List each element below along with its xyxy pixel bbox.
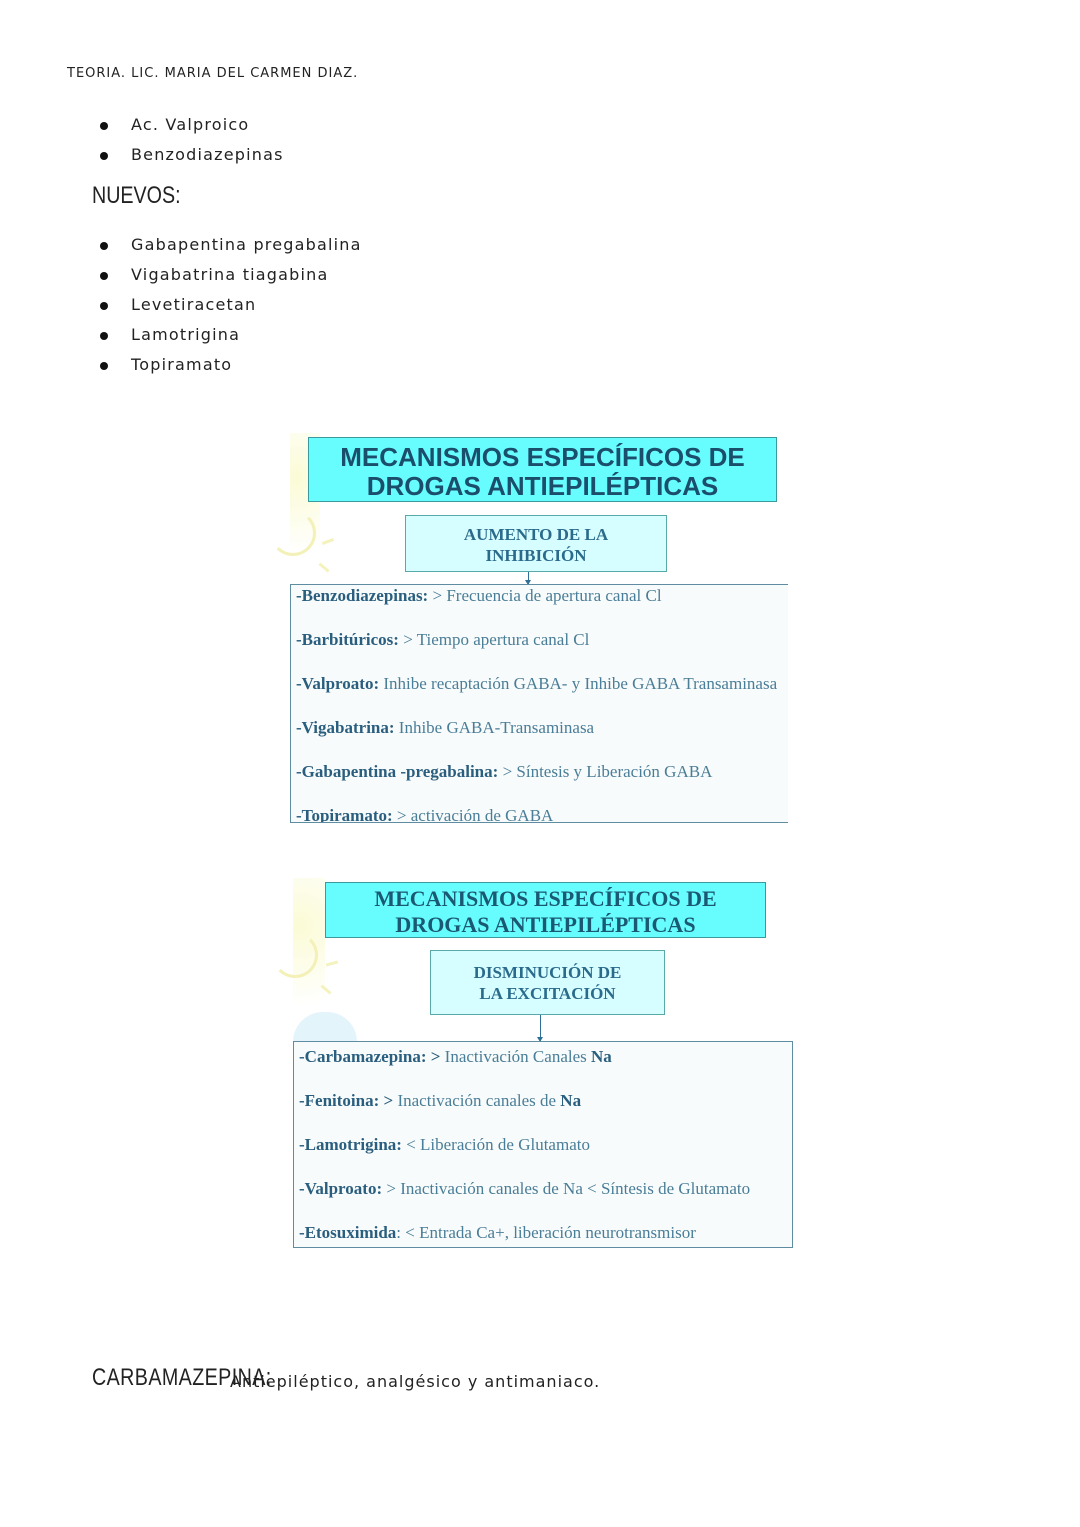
diagram2-title: MECANISMOS ESPECÍFICOS DE DROGAS ANTIEPI… — [325, 882, 766, 938]
comparator: > — [392, 806, 411, 823]
mechanism-text: Inhibe recaptación GABA- y Inhibe GABA T… — [383, 674, 778, 693]
ion-label: Na — [560, 1091, 582, 1110]
list-item: Ac. Valproico — [100, 110, 284, 140]
sun-ray-decoration — [325, 960, 339, 967]
comparator: > — [398, 630, 417, 649]
diagram2-category-line2: LA EXCITACIÓN — [479, 984, 616, 1003]
mechanism-row: -Valproato: Inhibe recaptación GABA- y I… — [296, 674, 777, 694]
arrow-down-icon — [525, 572, 531, 585]
ion-label: Na — [591, 1047, 612, 1066]
mechanism-text: Tiempo apertura canal Cl — [416, 630, 590, 649]
diagram1-title: MECANISMOS ESPECÍFICOS DE DROGAS ANTIEPI… — [308, 437, 777, 502]
mechanism-row: -Vigabatrina: Inhibe GABA-Transaminasa — [296, 718, 594, 738]
carbamazepina-note: CARBAMAZEPINA: Antiepiléptico, analgésic… — [92, 1364, 599, 1392]
new-drug-list: Gabapentina pregabalina Vigabatrina tiag… — [100, 230, 362, 380]
mechanism-text: Síntesis y Liberación GABA — [516, 762, 713, 781]
diagram2-mechanism-list: -Carbamazepina: > Inactivación Canales N… — [293, 1041, 793, 1248]
list-item: Vigabatrina tiagabina — [100, 260, 362, 290]
new-drugs-heading: NUEVOS: — [92, 182, 181, 209]
mechanism-text: : < Entrada Ca+, liberación neurotransmi… — [396, 1223, 696, 1242]
comparator: > — [498, 762, 517, 781]
drug-name: -Vigabatrina: — [296, 718, 395, 737]
comparator: > — [428, 586, 447, 605]
diagram2-title-line2: DROGAS ANTIEPILÉPTICAS — [395, 912, 696, 937]
diagram1-mechanism-list: -Benzodiazepinas: > Frecuencia de apertu… — [290, 584, 788, 823]
sun-ray-decoration — [321, 538, 335, 545]
note-text: Antiepiléptico, analgésico y antimaniaco… — [230, 1372, 601, 1391]
page-header: TEORIA. LIC. MARIA DEL CARMEN DIAZ. — [67, 66, 359, 81]
diagram1-category-line2: INHIBICIÓN — [485, 546, 587, 565]
mechanism-text: > Inactivación canales de Na < Síntesis … — [382, 1179, 751, 1198]
mechanism-text: Inhibe GABA-Transaminasa — [398, 718, 595, 737]
drug-name: -Etosuximida — [299, 1223, 397, 1242]
diagram1-category-box: AUMENTO DE LA INHIBICIÓN — [405, 515, 667, 572]
sun-decoration-icon — [272, 932, 318, 978]
diagram2-category-line1: DISMINUCIÓN DE — [473, 963, 622, 982]
drug-name: -Barbitúricos: — [296, 630, 399, 649]
list-item: Lamotrigina — [100, 320, 362, 350]
mechanism-row: -Carbamazepina: > Inactivación Canales N… — [299, 1047, 612, 1067]
mechanism-row: -Valproato: > Inactivación canales de Na… — [299, 1179, 750, 1199]
diagram2-category-box: DISMINUCIÓN DE LA EXCITACIÓN — [430, 950, 665, 1015]
comparator: > — [426, 1047, 445, 1066]
list-item: Topiramato — [100, 350, 362, 380]
list-item: Benzodiazepinas — [100, 140, 284, 170]
note-heading: CARBAMAZEPINA: — [92, 1364, 272, 1391]
mechanism-text: Inactivación canales de — [397, 1091, 561, 1110]
mechanism-row: -Etosuximida: < Entrada Ca+, liberación … — [299, 1223, 696, 1243]
drug-name: -Fenitoina: — [299, 1091, 380, 1110]
list-item: Gabapentina pregabalina — [100, 230, 362, 260]
diagram1-category-line1: AUMENTO DE LA — [463, 525, 609, 544]
mechanism-row: -Benzodiazepinas: > Frecuencia de apertu… — [296, 586, 662, 606]
arrow-down-icon — [537, 1015, 543, 1042]
comparator: > — [379, 1091, 398, 1110]
mechanism-row: -Barbitúricos: > Tiempo apertura canal C… — [296, 630, 589, 650]
classic-drug-list: Ac. Valproico Benzodiazepinas — [100, 110, 284, 170]
mechanism-row: -Gabapentina -pregabalina: > Síntesis y … — [296, 762, 712, 782]
drug-name: -Valproato: — [299, 1179, 383, 1198]
drug-name: -Lamotrigina: — [299, 1135, 402, 1154]
diagram1-title-line1: MECANISMOS ESPECÍFICOS DE — [340, 442, 745, 472]
diagram2-title-line1: MECANISMOS ESPECÍFICOS DE — [374, 886, 717, 911]
mechanism-text: Frecuencia de apertura canal Cl — [446, 586, 662, 605]
mechanism-row: -Lamotrigina: < Liberación de Glutamato — [299, 1135, 590, 1155]
list-item: Levetiracetan — [100, 290, 362, 320]
mechanism-row: -Topiramato: > activación de GABA — [296, 806, 554, 823]
drug-name: -Carbamazepina: — [299, 1047, 427, 1066]
drug-name: -Gabapentina -pregabalina: — [296, 762, 499, 781]
mechanism-text: < Liberación de Glutamato — [401, 1135, 590, 1154]
mechanism-row: -Fenitoina: > Inactivación canales de Na — [299, 1091, 581, 1111]
diagram1-title-line2: DROGAS ANTIEPILÉPTICAS — [366, 471, 719, 501]
mechanism-text: Inactivación Canales — [444, 1047, 591, 1066]
sun-ray-decoration — [318, 562, 330, 573]
mechanism-text: activación de GABA — [410, 806, 554, 823]
drug-name: -Benzodiazepinas: — [296, 586, 429, 605]
drug-name: -Topiramato: — [296, 806, 393, 823]
sun-decoration-icon — [270, 510, 316, 556]
drug-name: -Valproato: — [296, 674, 380, 693]
